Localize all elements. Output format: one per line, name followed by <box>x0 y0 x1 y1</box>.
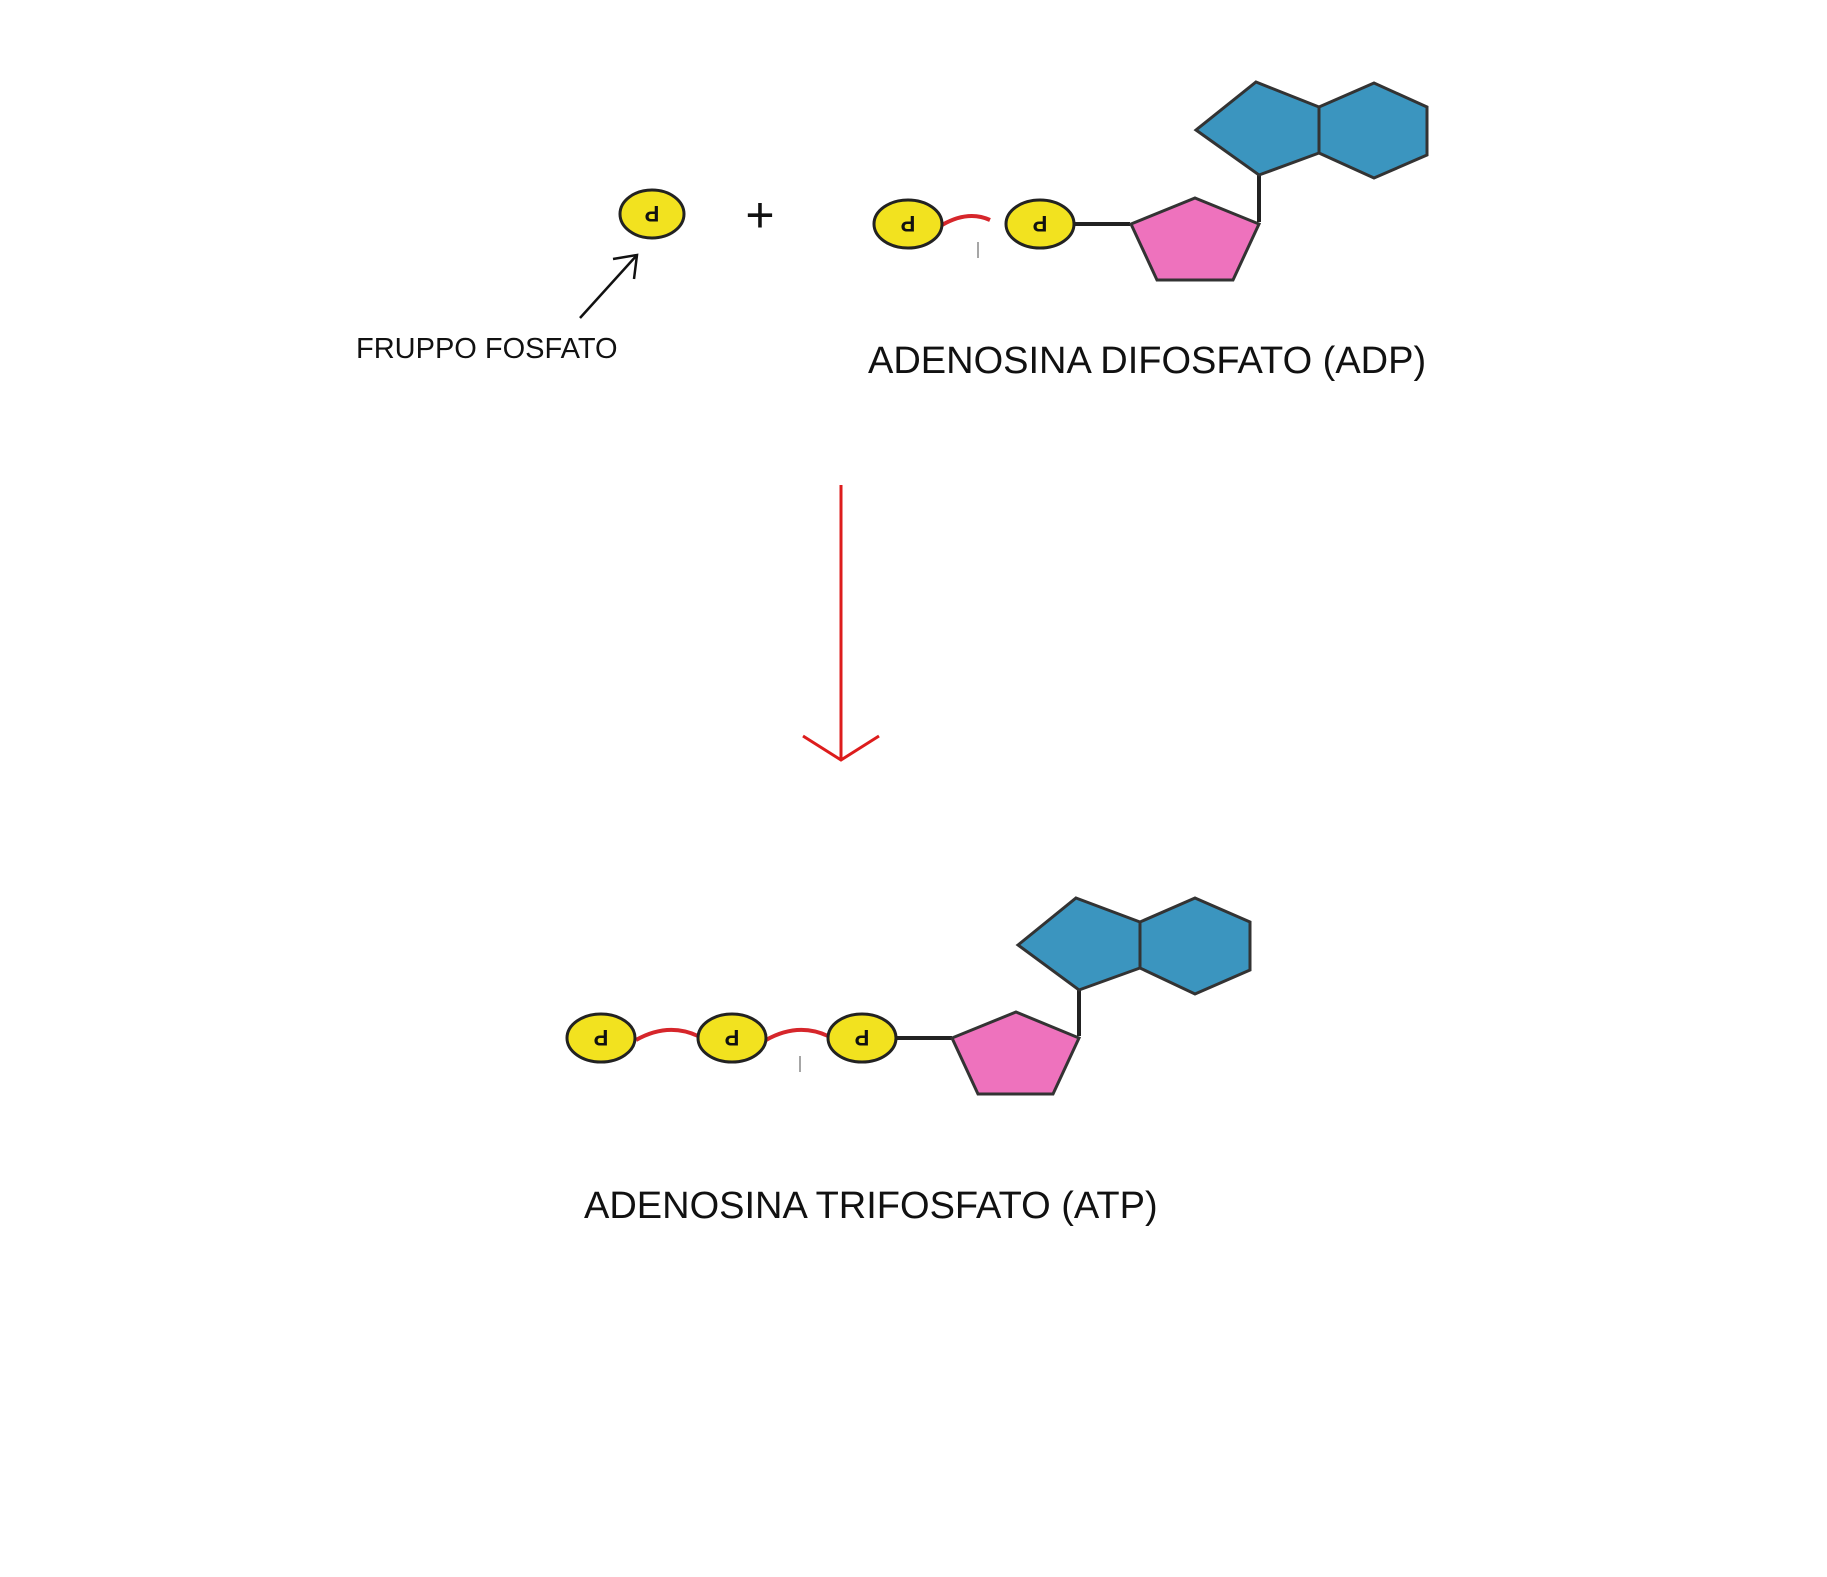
atp-phosphate-3-symbol: P <box>855 1025 870 1050</box>
adp-phosphate-1 <box>872 198 944 250</box>
atp-base-hexagon <box>1138 896 1252 996</box>
free-phosphate-group: P <box>618 188 686 240</box>
adp-phosphate-2-symbol: P <box>1033 211 1048 236</box>
adp-phosphate-2 <box>1004 198 1076 250</box>
atp-phosphate-2-symbol: P <box>725 1025 740 1050</box>
adp-base-pentagon <box>1193 80 1321 177</box>
plus-sign: + <box>745 187 774 243</box>
atp-phosphate-2 <box>696 1012 768 1064</box>
atp-ribose-sugar <box>949 1010 1082 1096</box>
atp-molecule: P P P <box>565 896 1252 1096</box>
high-energy-bond <box>941 214 991 227</box>
phosphate-circle <box>618 188 686 240</box>
atp-phosphate-1-symbol: P <box>594 1025 609 1050</box>
adp-label: ADENOSINA DIFOSFATO (ADP) <box>868 340 1426 382</box>
atp-label: ADENOSINA TRIFOSFATO (ATP) <box>584 1185 1158 1227</box>
atp-high-energy-bond-1 <box>635 1027 699 1042</box>
phosphate-group-label: FRUPPO FOSFATO <box>356 333 618 365</box>
reaction-arrow <box>802 485 880 762</box>
adp-base-hexagon <box>1317 81 1429 180</box>
adp-molecule: P P <box>872 80 1429 282</box>
atp-base-pentagon <box>1015 896 1142 992</box>
atp-high-energy-bond-2 <box>765 1027 829 1042</box>
adp-ribose-sugar <box>1128 196 1262 282</box>
adp-phosphate-1-symbol: P <box>901 211 916 236</box>
phosphate-symbol: P <box>645 201 660 226</box>
pointer-arrow <box>579 253 639 319</box>
atp-phosphate-1 <box>565 1012 637 1064</box>
atp-phosphate-3 <box>826 1012 898 1064</box>
